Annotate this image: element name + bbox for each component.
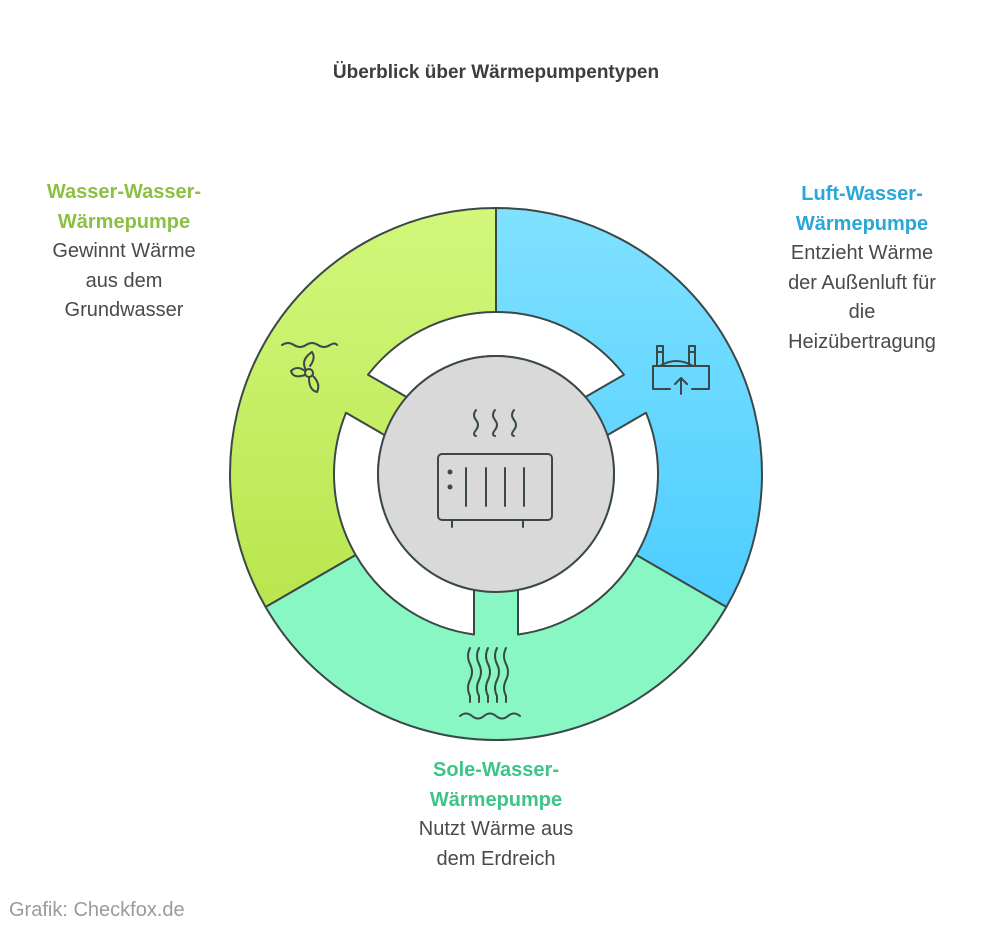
segment-label-sole-wasser: Sole-Wasser- Wärmepumpe Nutzt Wärme aus … xyxy=(376,756,616,874)
factory-air-icon xyxy=(652,345,710,395)
segment-desc: Heizübertragung xyxy=(788,330,936,353)
radiator-icon xyxy=(437,409,553,528)
segment-desc: aus dem xyxy=(85,269,163,292)
water-propeller-icon xyxy=(281,342,338,394)
segment-label-luft-wasser: Luft-Wasser- Wärmepumpe Entzieht Wärme d… xyxy=(742,180,982,357)
segment-desc: Entzieht Wärme xyxy=(790,242,934,264)
center-circle xyxy=(377,355,615,593)
diagram-title: Überblick über Wärmepumpentypen xyxy=(332,62,660,83)
source-credit: Grafik: Checkfox.de xyxy=(9,899,185,921)
segment-desc: Gewinnt Wärme xyxy=(52,240,196,262)
segment-desc: die xyxy=(848,301,876,323)
segment-heading: Wärmepumpe xyxy=(57,210,191,233)
segment-heading: Sole-Wasser- xyxy=(433,759,559,781)
ground-heat-icon xyxy=(459,647,521,720)
segment-desc: Nutzt Wärme aus xyxy=(418,818,574,840)
segment-desc: dem Erdreich xyxy=(436,847,556,870)
segment-desc: Grundwasser xyxy=(64,299,184,321)
segment-label-wasser-wasser: Wasser-Wasser- Wärmepumpe Gewinnt Wärme … xyxy=(4,178,244,326)
segment-heading: Wasser-Wasser- xyxy=(46,181,202,203)
segment-heading: Luft-Wasser- xyxy=(801,183,923,205)
segment-heading: Wärmepumpe xyxy=(429,788,563,811)
segment-heading: Wärmepumpe xyxy=(795,212,929,235)
segment-desc: der Außenluft für xyxy=(788,271,936,294)
segment-sole-wasser xyxy=(264,473,728,741)
